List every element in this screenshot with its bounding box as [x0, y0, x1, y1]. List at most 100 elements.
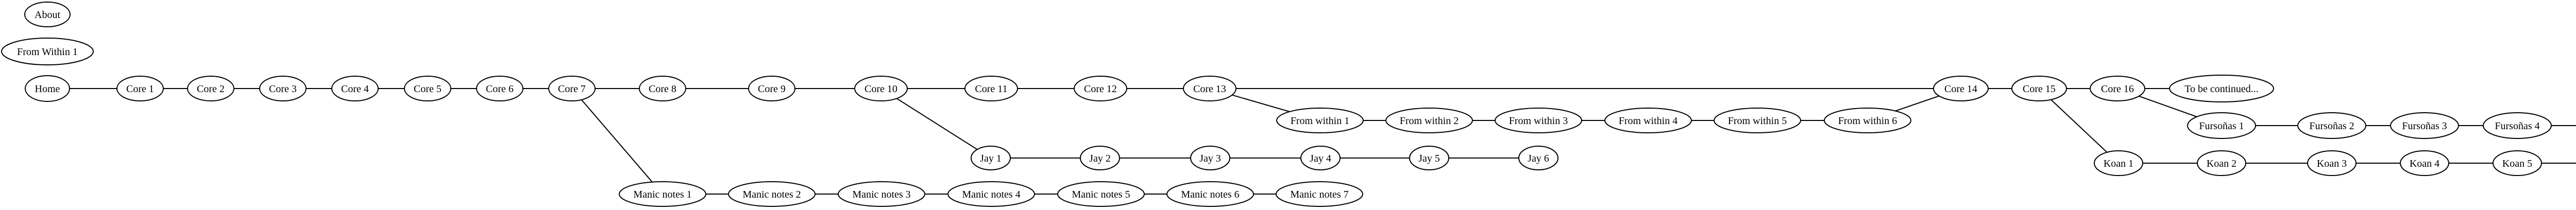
- node-koan-4[interactable]: Koan 4: [2400, 150, 2449, 176]
- node-ellipse: [1409, 146, 1449, 170]
- edges-layer: [47, 88, 2576, 195]
- node-label: Koan 4: [2410, 158, 2439, 169]
- node-core-7[interactable]: Core 7: [548, 76, 596, 101]
- node-from-within-main[interactable]: From Within 1: [1, 38, 94, 65]
- node-core-10[interactable]: Core 10: [854, 76, 908, 101]
- node-label: Core 3: [269, 83, 297, 95]
- node-core-1[interactable]: Core 1: [116, 76, 164, 101]
- node-ellipse: [1518, 146, 1558, 170]
- node-core-2[interactable]: Core 2: [187, 76, 234, 101]
- node-fursonas-2[interactable]: Fursoñas 2: [2297, 112, 2366, 139]
- node-core-16[interactable]: Core 16: [2090, 76, 2145, 101]
- node-ellipse: [1183, 76, 1236, 101]
- node-koan-3[interactable]: Koan 3: [2307, 150, 2357, 176]
- node-jay-1[interactable]: Jay 1: [971, 146, 1011, 170]
- node-label: Fursoñas 3: [2402, 120, 2447, 132]
- node-fw-6[interactable]: From within 6: [1824, 108, 1911, 133]
- node-ellipse: [24, 2, 71, 27]
- node-label: Core 8: [649, 83, 676, 95]
- node-fw-4[interactable]: From within 4: [1604, 108, 1692, 133]
- node-ellipse: [1276, 108, 1364, 133]
- node-ellipse: [187, 76, 234, 101]
- node-fursonas-4[interactable]: Fursoñas 4: [2483, 112, 2552, 139]
- node-fw-2[interactable]: From within 2: [1385, 108, 1473, 133]
- node-ellipse: [1300, 146, 1341, 170]
- node-label: Fursoñas 2: [2309, 120, 2354, 132]
- node-label: From within 6: [1838, 115, 1897, 127]
- node-ellipse: [1933, 76, 1989, 101]
- node-jay-4[interactable]: Jay 4: [1300, 146, 1341, 170]
- node-core-6[interactable]: Core 6: [476, 76, 523, 101]
- node-label: Koan 3: [2317, 158, 2347, 169]
- node-koan-5[interactable]: Koan 5: [2493, 150, 2542, 176]
- node-label: Fursoñas 4: [2495, 120, 2539, 132]
- node-core-4[interactable]: Core 4: [331, 76, 379, 101]
- node-label: Jay 6: [1528, 153, 1549, 164]
- node-core-15[interactable]: Core 15: [2011, 76, 2067, 101]
- node-ellipse: [1276, 181, 1363, 207]
- node-label: Koan 1: [2104, 158, 2133, 169]
- node-ellipse: [2094, 150, 2143, 176]
- node-jay-6[interactable]: Jay 6: [1518, 146, 1558, 170]
- node-koan-1[interactable]: Koan 1: [2094, 150, 2143, 176]
- node-label: Manic notes 5: [1072, 189, 1130, 200]
- node-ellipse: [1057, 181, 1145, 207]
- node-label: From within 1: [1291, 115, 1349, 127]
- node-koan-2[interactable]: Koan 2: [2197, 150, 2246, 176]
- node-jay-2[interactable]: Jay 2: [1080, 146, 1120, 170]
- node-label: Jay 1: [980, 153, 1002, 164]
- node-label: Core 12: [1084, 83, 1117, 95]
- node-manic-4[interactable]: Manic notes 4: [947, 181, 1035, 207]
- node-manic-5[interactable]: Manic notes 5: [1057, 181, 1145, 207]
- node-core-9[interactable]: Core 9: [748, 76, 795, 101]
- node-manic-7[interactable]: Manic notes 7: [1276, 181, 1363, 207]
- node-fw-1[interactable]: From within 1: [1276, 108, 1364, 133]
- node-manic-3[interactable]: Manic notes 3: [838, 181, 925, 207]
- node-fw-3[interactable]: From within 3: [1495, 108, 1582, 133]
- node-core-3[interactable]: Core 3: [259, 76, 307, 101]
- node-ellipse: [748, 76, 795, 101]
- node-ellipse: [1714, 108, 1801, 133]
- node-ellipse: [964, 76, 1018, 101]
- node-label: Core 10: [865, 83, 897, 95]
- node-label: Core 13: [1193, 83, 1226, 95]
- node-ellipse: [2483, 112, 2552, 139]
- node-label: Jay 3: [1199, 153, 1221, 164]
- node-core-12[interactable]: Core 12: [1074, 76, 1127, 101]
- node-core-11[interactable]: Core 11: [964, 76, 1018, 101]
- node-ellipse: [1166, 181, 1254, 207]
- node-ellipse: [947, 181, 1035, 207]
- node-fursonas-1[interactable]: Fursoñas 1: [2187, 112, 2256, 139]
- node-ellipse: [548, 76, 596, 101]
- node-ellipse: [619, 181, 706, 207]
- node-manic-2[interactable]: Manic notes 2: [728, 181, 816, 207]
- node-home[interactable]: Home: [25, 75, 70, 102]
- node-ellipse: [2197, 150, 2246, 176]
- node-label: Home: [35, 83, 60, 95]
- node-label: Fursoñas 1: [2199, 120, 2244, 132]
- node-fursonas-3[interactable]: Fursoñas 3: [2390, 112, 2459, 139]
- node-label: Manic notes 2: [742, 189, 801, 200]
- node-label: Jay 5: [1418, 153, 1440, 164]
- node-ellipse: [1074, 76, 1127, 101]
- node-label: Manic notes 7: [1290, 189, 1348, 200]
- node-core-8[interactable]: Core 8: [639, 76, 686, 101]
- node-manic-6[interactable]: Manic notes 6: [1166, 181, 1254, 207]
- node-jay-5[interactable]: Jay 5: [1409, 146, 1449, 170]
- node-ellipse: [116, 76, 164, 101]
- node-about[interactable]: About: [24, 2, 71, 27]
- node-label: About: [35, 9, 60, 21]
- node-ellipse: [476, 76, 523, 101]
- node-manic-1[interactable]: Manic notes 1: [619, 181, 706, 207]
- node-core-5[interactable]: Core 5: [404, 76, 451, 101]
- node-label: Core 15: [2023, 83, 2056, 95]
- node-core-14[interactable]: Core 14: [1933, 76, 1989, 101]
- node-to-be-continued[interactable]: To be continued...: [2169, 75, 2274, 102]
- edge-core-15--koan-1: [2039, 88, 2119, 164]
- node-jay-3[interactable]: Jay 3: [1190, 146, 1230, 170]
- node-label: Core 5: [414, 83, 442, 95]
- node-fw-5[interactable]: From within 5: [1714, 108, 1801, 133]
- node-label: From within 4: [1619, 115, 1677, 127]
- node-core-13[interactable]: Core 13: [1183, 76, 1236, 101]
